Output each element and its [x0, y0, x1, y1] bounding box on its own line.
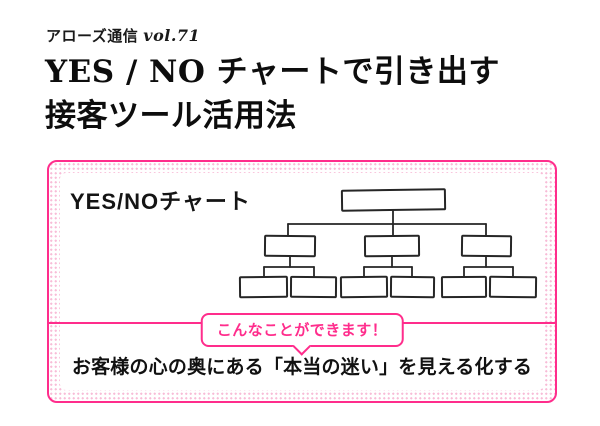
- feature-caption: お客様の心の奥にある「本当の迷い」を見える化する: [71, 357, 533, 378]
- newsletter-volume: vol.71: [143, 26, 201, 45]
- feature-box: YES/NOチャート こんなことができます！ お客様の心の奥にある「本当の迷い」…: [47, 160, 557, 403]
- page-title: YES / NO チャートで引き出す 接客ツール活用法: [45, 50, 500, 138]
- yes-no-flowchart: [238, 188, 538, 299]
- page-title-line2: 接客ツール活用法: [45, 98, 297, 134]
- newsletter-name: アローズ通信: [46, 27, 139, 45]
- badge-speech-bubble: こんなことができます！: [200, 313, 404, 347]
- chart-label: YES/NOチャート: [70, 189, 251, 214]
- page-title-line1: YES / NO チャートで引き出す: [45, 54, 500, 90]
